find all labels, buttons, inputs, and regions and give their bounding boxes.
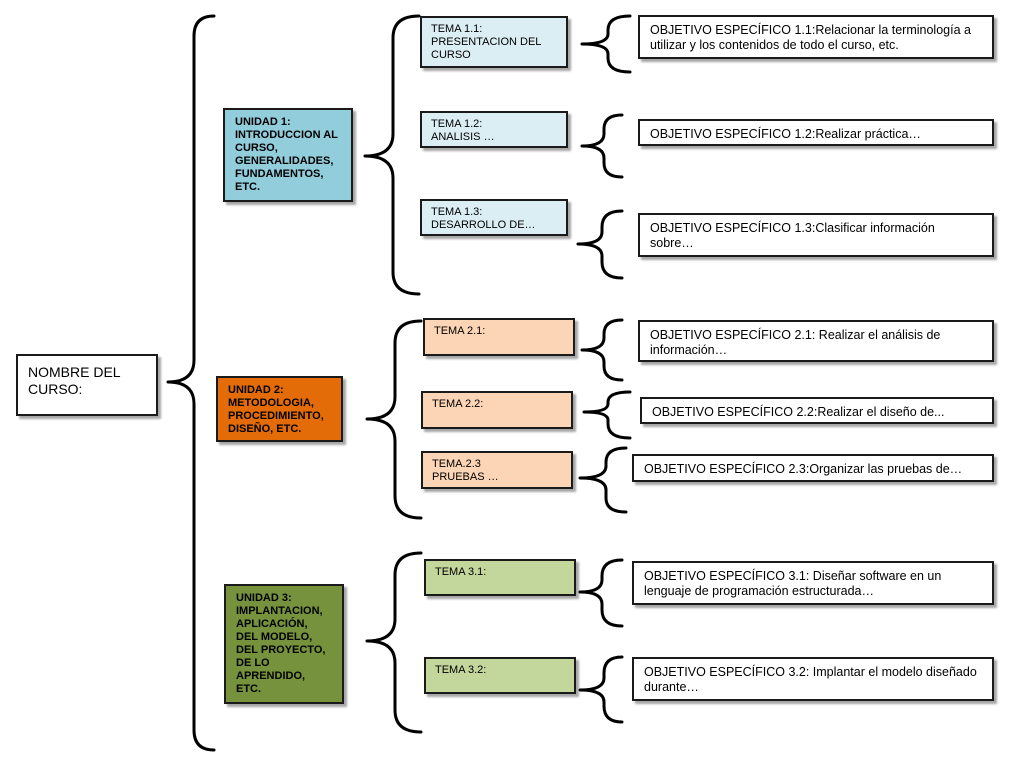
topic-2-2-brace [582,390,632,440]
objective-2-3-box: OBJETIVO ESPECÍFICO 2.3:Organizar las pr… [632,454,994,482]
topic-2-1-brace [580,318,624,382]
topic-3-1-box: TEMA 3.1: [424,559,576,596]
topic-3-2-box: TEMA 3.2: [424,657,576,694]
topic-1-2-brace [580,113,624,179]
objective-3-2-box: OBJETIVO ESPECÍFICO 3.2: Implantar el mo… [632,657,994,701]
unit-3-box: UNIDAD 3: IMPLANTACION, APLICACIÓN, DEL … [224,584,344,704]
unit1-brace [363,14,421,296]
main-brace [166,14,216,752]
topic-1-1-brace [580,14,632,74]
objective-2-1-box: OBJETIVO ESPECÍFICO 2.1: Realizar el aná… [638,320,994,362]
topic-2-2-box: TEMA 2.2: [421,391,573,429]
topic-3-1-brace [578,558,624,628]
course-name-box: NOMBRE DEL CURSO: [16,354,158,416]
objective-1-3-box: OBJETIVO ESPECÍFICO 1.3:Clasificar infor… [638,213,994,257]
topic-3-2-brace [578,655,624,724]
unit2-brace [365,319,423,520]
objective-2-2-box: OBJETIVO ESPECÍFICO 2.2:Realizar el dise… [640,397,994,424]
topic-1-3-brace [576,209,624,280]
topic-2-1-box: TEMA 2.1: [423,318,575,356]
unit3-brace [365,551,423,734]
topic-1-2-box: TEMA 1.2: ANALISIS … [420,111,568,148]
topic-1-3-box: TEMA 1.3: DESARROLLO DE… [420,199,568,236]
objective-1-2-box: OBJETIVO ESPECÍFICO 1.2:Realizar práctic… [638,119,994,146]
topic-2-3-box: TEMA.2.3 PRUEBAS … [421,451,573,489]
objective-1-1-box: OBJETIVO ESPECÍFICO 1.1:Relacionar la te… [638,15,994,59]
topic-1-1-box: TEMA 1.1: PRESENTACION DEL CURSO [420,16,568,68]
topic-2-3-brace [578,446,628,514]
unit-2-box: UNIDAD 2: METODOLOGIA, PROCEDIMIENTO, DI… [216,376,343,442]
objective-3-1-box: OBJETIVO ESPECÍFICO 3.1: Diseñar softwar… [632,561,994,605]
unit-1-box: UNIDAD 1: INTRODUCCION AL CURSO, GENERAL… [223,108,353,202]
